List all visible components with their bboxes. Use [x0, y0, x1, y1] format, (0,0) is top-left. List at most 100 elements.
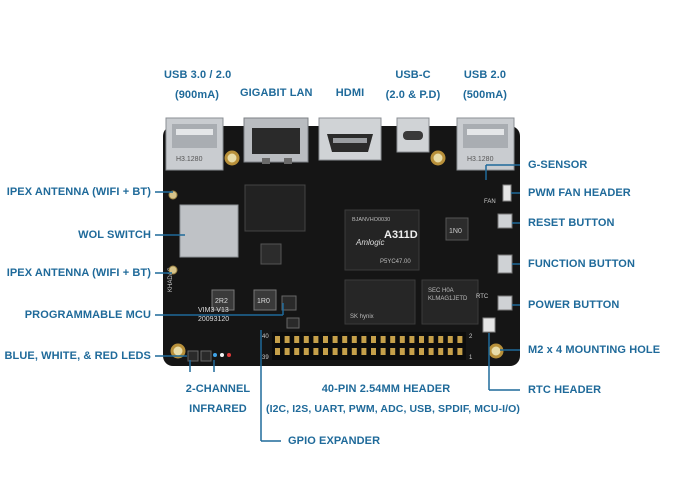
model-text: VIM3 V13 [198, 307, 229, 314]
usbc-port [396, 117, 430, 153]
soc-top-text: BJANVHO0030 [352, 217, 390, 223]
label-ipex-2: IPEX ANTENNA (WIFI + BT) [6, 267, 151, 279]
label-usb2: USB 2.0 (500mA) [456, 68, 514, 102]
header-pin [457, 348, 463, 355]
hdmi-port [318, 117, 382, 161]
pin-2-text: 2 [469, 334, 473, 340]
header-pin [313, 336, 319, 343]
label-usbc: USB-C (2.0 & P.D) [382, 68, 444, 102]
label-header-line2: (I2C, I2S, UART, PWM, ADC, USB, SPDIF, M… [266, 403, 520, 415]
header-pin [447, 336, 453, 343]
ind-1r0-text: 1R0 [257, 298, 270, 305]
header-pin [361, 348, 367, 355]
pin-40-text: 40 [262, 334, 269, 340]
header-pin [380, 336, 386, 343]
ipex-connector-1 [168, 190, 178, 200]
lan-port [243, 117, 309, 164]
pin-1-text: 1 [469, 355, 473, 361]
header-pin [332, 336, 338, 343]
side-buttons: FAN RTC [476, 184, 513, 333]
header-pin [438, 336, 444, 343]
rtc-text: RTC [476, 294, 489, 300]
label-usbc-line1: USB-C [395, 69, 431, 81]
soc-code-text: P5YC47.00 [380, 259, 411, 265]
label-rtc: RTC HEADER [528, 384, 602, 396]
header-pin [399, 348, 405, 355]
gpio-expander-chip [286, 317, 300, 329]
label-wol: WOL SWITCH [78, 229, 151, 241]
wifi-chip-text: 1N0 [449, 228, 462, 235]
label-header: 40-PIN 2.54MM HEADER (I2C, I2S, UART, PW… [266, 382, 520, 416]
mounting-holes [170, 150, 504, 359]
header-pin [438, 348, 444, 355]
ram-right-text-1: SEC H0A [428, 288, 454, 294]
ram-left-text: SK hynix [350, 314, 374, 320]
header-pin [371, 336, 376, 343]
header-pin [371, 348, 376, 355]
inductors: 2R2 1R0 [211, 289, 277, 311]
wifi-module [179, 204, 239, 258]
header-pin [447, 348, 453, 355]
label-header-line1: 40-PIN 2.54MM HEADER [321, 383, 451, 395]
small-chip [445, 217, 469, 241]
header-pin [351, 336, 357, 343]
label-leds: BLUE, WHITE, & RED LEDS [4, 350, 151, 362]
fan-text: FAN [484, 199, 496, 205]
leds-ir [187, 350, 231, 362]
header-pin [428, 348, 434, 355]
label-usbc-line2: (2.0 & P.D) [385, 89, 441, 101]
header-pin [323, 336, 328, 343]
header-pin [419, 336, 424, 343]
label-usb2-line2: (500mA) [462, 89, 508, 101]
header-pin [323, 348, 328, 355]
mcu-chip [281, 295, 297, 311]
soc-model-text: A311D [384, 229, 418, 241]
header-pin [361, 336, 367, 343]
ram-right-text-2: KLMAG1JETD [428, 296, 468, 302]
label-ipex-1: IPEX ANTENNA (WIFI + BT) [6, 186, 151, 198]
label-mcu: PROGRAMMABLE MCU [24, 309, 151, 321]
header-pin [284, 336, 290, 343]
pin-header-40 [272, 332, 466, 360]
logo-text: KHADAS [168, 267, 174, 292]
label-reset: RESET BUTTON [528, 217, 615, 229]
pin-header-base [272, 332, 466, 360]
header-pin [332, 348, 338, 355]
header-pin [342, 336, 348, 343]
usb3-port: H3.1280 [165, 117, 224, 171]
header-pin [351, 348, 357, 355]
serial-text: 20093120 [198, 316, 229, 323]
soc-chip: BJANVHO0030 Amlogic A311D P5YC47.00 [344, 209, 420, 271]
soc-brand-text: Amlogic [355, 238, 384, 247]
header-pin [275, 348, 280, 355]
label-usb3-line1: USB 3.0 / 2.0 [164, 69, 232, 81]
label-usb3-line2: (900mA) [174, 89, 220, 101]
header-pin [275, 336, 280, 343]
label-hdmi: HDMI [335, 87, 365, 99]
header-pin [419, 348, 424, 355]
ram-chips: SK hynix SEC H0A KLMAG1JETD [344, 279, 479, 325]
header-pin [390, 348, 396, 355]
lan-phy-chip [244, 184, 306, 232]
header-pin [409, 336, 415, 343]
usb-a-left-text: H3.1280 [176, 156, 203, 163]
usb-hub-chip [260, 243, 282, 265]
header-pin [428, 336, 434, 343]
label-usb3: USB 3.0 / 2.0 (900mA) [164, 68, 232, 102]
label-usb2-line1: USB 2.0 [463, 69, 507, 81]
label-gpio: GPIO EXPANDER [288, 435, 381, 447]
header-pin [294, 348, 300, 355]
label-pwm-fan: PWM FAN HEADER [528, 187, 631, 199]
board-logo: KHADAS VIM3 V13 20093120 [168, 267, 229, 323]
callout-lines [155, 164, 520, 442]
label-lan: GIGABIT LAN [240, 87, 313, 99]
header-pin [390, 336, 396, 343]
header-pin [294, 336, 300, 343]
ind-2r2-text: 2R2 [215, 298, 228, 305]
header-pin [303, 348, 309, 355]
header-pin [342, 348, 348, 355]
label-infrared-line1: 2-CHANNEL [185, 383, 251, 395]
header-pin [457, 336, 463, 343]
